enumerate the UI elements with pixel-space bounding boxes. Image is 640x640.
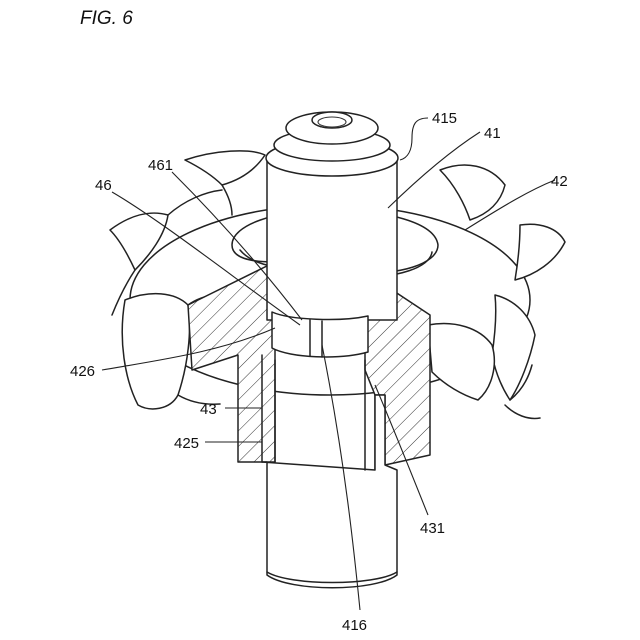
label-426: 426: [70, 363, 95, 380]
label-425: 425: [174, 435, 199, 452]
blade-top-left: [185, 151, 265, 185]
label-46: 46: [95, 177, 112, 194]
figure-title: FIG. 6: [80, 8, 133, 29]
shaft-upper: [266, 112, 398, 320]
label-43: 43: [200, 401, 217, 418]
seal-ring: [272, 312, 368, 357]
label-461: 461: [148, 157, 173, 174]
label-416: 416: [342, 617, 367, 634]
label-41: 41: [484, 125, 501, 142]
blade-right: [515, 224, 565, 280]
label-415: 415: [432, 110, 457, 127]
label-431: 431: [420, 520, 445, 537]
label-42: 42: [551, 173, 568, 190]
